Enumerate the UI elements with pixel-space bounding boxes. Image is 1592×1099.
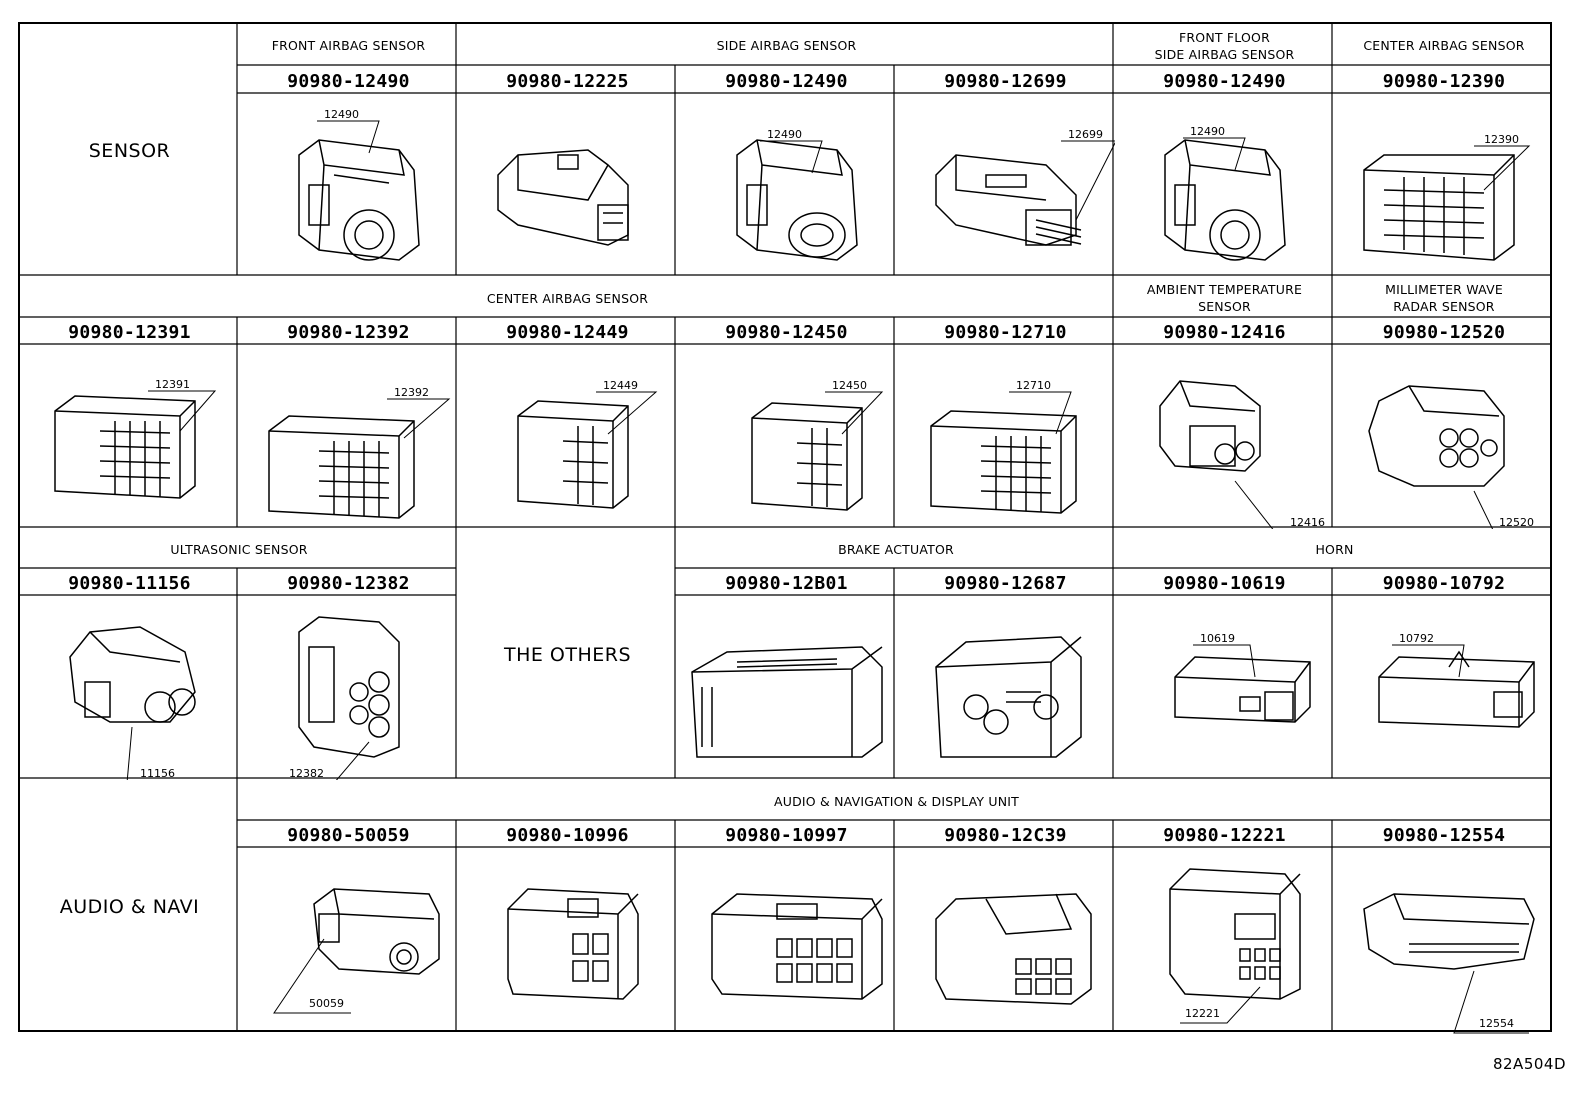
part-number: 90980-12699 bbox=[944, 70, 1067, 92]
header-millimeter-wave: MILLIMETER WAVE RADAR SENSOR bbox=[1334, 277, 1554, 319]
part-number: 90980-12490 bbox=[1163, 70, 1286, 92]
document-code: 82A504D bbox=[1492, 1055, 1566, 1073]
part-number: 90980-10997 bbox=[725, 825, 848, 846]
connector-drawing-12382: 12382 bbox=[289, 616, 400, 780]
callout-label: 12221 bbox=[1185, 1007, 1220, 1020]
part-number: 90980-12221 bbox=[1163, 825, 1286, 846]
part-number: 90980-12687 bbox=[944, 573, 1067, 594]
connector-drawing-10792: 10792 bbox=[1378, 632, 1535, 728]
header-audio-unit: AUDIO & NAVIGATION & DISPLAY UNIT bbox=[773, 793, 1019, 809]
part-number: 90980-12710 bbox=[944, 322, 1067, 343]
connector-drawing-12B01 bbox=[691, 646, 883, 758]
connector-drawing-center-airbag-12390: 12390 bbox=[1363, 133, 1531, 261]
header-ambient-line2: SENSOR bbox=[1198, 299, 1251, 314]
part-number: 90980-12382 bbox=[287, 573, 410, 594]
part-number: 90980-10792 bbox=[1382, 573, 1506, 594]
part-number: 90980-12B01 bbox=[725, 573, 848, 594]
callout-label: 12416 bbox=[1290, 516, 1325, 529]
callout-label: 50059 bbox=[309, 997, 344, 1010]
header-horn: HORN bbox=[1315, 542, 1354, 557]
part-number: 90980-12225 bbox=[506, 70, 629, 92]
header-front-floor-line2: SIDE AIRBAG SENSOR bbox=[1154, 46, 1295, 62]
callout-label: 12520 bbox=[1499, 516, 1534, 529]
connector-drawing-side-airbag-12490: 12490 bbox=[736, 128, 858, 261]
header-ambient-line1: AMBIENT TEMPERATURE bbox=[1146, 282, 1303, 297]
callout-label: 12392 bbox=[394, 386, 429, 399]
callout-label: 12554 bbox=[1479, 1017, 1514, 1030]
connector-drawing-front-floor: 12490 bbox=[1164, 125, 1286, 261]
connector-drawing-12450: 12450 bbox=[751, 379, 884, 511]
connector-drawing-side-airbag-12225 bbox=[497, 149, 629, 246]
connector-drawing-12687 bbox=[935, 636, 1082, 758]
connector-drawing-12554: 12554 bbox=[1363, 893, 1535, 1034]
callout-label: 11156 bbox=[140, 767, 175, 780]
connector-chart: SENSOR FRONT AIRBAG SENSOR SIDE AIRBAG S… bbox=[18, 22, 1554, 1034]
group-label-others: THE OTHERS bbox=[503, 643, 632, 666]
connector-drawing-10997 bbox=[711, 893, 883, 1000]
grid-lines bbox=[18, 22, 1552, 1032]
part-number: 90980-11156 bbox=[68, 573, 191, 594]
part-number: 90980-12554 bbox=[1382, 825, 1506, 846]
part-number: 90980-12490 bbox=[725, 70, 848, 92]
header-center-airbag-row2: CENTER AIRBAG SENSOR bbox=[486, 290, 649, 306]
callout-label: 12450 bbox=[832, 379, 867, 392]
part-number: 90980-10619 bbox=[1163, 573, 1286, 594]
connector-drawing-11156: 11156 bbox=[69, 626, 196, 780]
callout-label: 12490 bbox=[324, 108, 359, 121]
part-number: 90980-10996 bbox=[506, 825, 629, 846]
callout-label: 12391 bbox=[155, 378, 190, 391]
header-front-airbag: FRONT AIRBAG SENSOR bbox=[271, 38, 426, 53]
part-number: 90980-12520 bbox=[1382, 322, 1506, 343]
callout-label: 12490 bbox=[1190, 125, 1225, 138]
connector-drawing-side-airbag-12699: 12699 bbox=[935, 128, 1115, 246]
callout-label: 12390 bbox=[1484, 133, 1519, 146]
part-number: 90980-12416 bbox=[1163, 322, 1286, 343]
header-front-floor: FRONT FLOOR SIDE AIRBAG SENSOR bbox=[1115, 24, 1334, 67]
part-number: 90980-12391 bbox=[68, 322, 191, 343]
part-number: 90980-12C39 bbox=[944, 825, 1067, 846]
group-label-audio: AUDIO & NAVI bbox=[59, 896, 200, 918]
part-number: 90980-50059 bbox=[287, 825, 410, 846]
connector-drawing-12416: 12416 bbox=[1159, 380, 1325, 529]
callout-label: 12449 bbox=[603, 379, 638, 392]
callout-label: 10619 bbox=[1200, 632, 1235, 645]
header-ultrasonic: ULTRASONIC SENSOR bbox=[170, 542, 308, 557]
part-number: 90980-12392 bbox=[287, 322, 410, 343]
connector-drawing-front-airbag: 12490 bbox=[298, 108, 420, 261]
part-number: 90980-12449 bbox=[506, 322, 629, 343]
header-front-floor-line1: FRONT FLOOR bbox=[1179, 29, 1270, 45]
header-side-airbag: SIDE AIRBAG SENSOR bbox=[716, 38, 857, 53]
connector-drawing-10619: 10619 bbox=[1174, 632, 1311, 723]
header-center-airbag: CENTER AIRBAG SENSOR bbox=[1363, 38, 1525, 53]
connector-drawing-12391: 12391 bbox=[54, 378, 217, 499]
connector-drawing-12C39 bbox=[935, 893, 1092, 1005]
callout-label: 12490 bbox=[767, 128, 802, 141]
part-number: 90980-12450 bbox=[725, 322, 848, 343]
connector-drawing-12392: 12392 bbox=[268, 386, 451, 519]
part-number: 90980-12390 bbox=[1382, 70, 1506, 92]
part-number: 90980-12490 bbox=[287, 70, 410, 92]
callout-label: 10792 bbox=[1399, 632, 1434, 645]
header-brake-actuator: BRAKE ACTUATOR bbox=[838, 542, 954, 557]
connector-drawing-12710: 12710 bbox=[930, 379, 1077, 514]
group-label-sensor: SENSOR bbox=[88, 139, 171, 162]
header-mmwave-line2: RADAR SENSOR bbox=[1393, 299, 1495, 314]
connector-drawing-50059: 50059 bbox=[273, 888, 440, 1014]
callout-label: 12699 bbox=[1068, 128, 1103, 141]
header-mmwave-line1: MILLIMETER WAVE bbox=[1385, 282, 1503, 297]
connector-drawing-12221: 12221 bbox=[1169, 868, 1301, 1024]
connector-drawing-12449: 12449 bbox=[517, 379, 658, 509]
connector-drawing-10996 bbox=[507, 888, 639, 1000]
header-ambient-temperature: AMBIENT TEMPERATURE SENSOR bbox=[1115, 277, 1334, 319]
callout-label: 12710 bbox=[1016, 379, 1051, 392]
connector-drawing-12520: 12520 bbox=[1368, 385, 1534, 529]
callout-label: 12382 bbox=[289, 767, 324, 780]
